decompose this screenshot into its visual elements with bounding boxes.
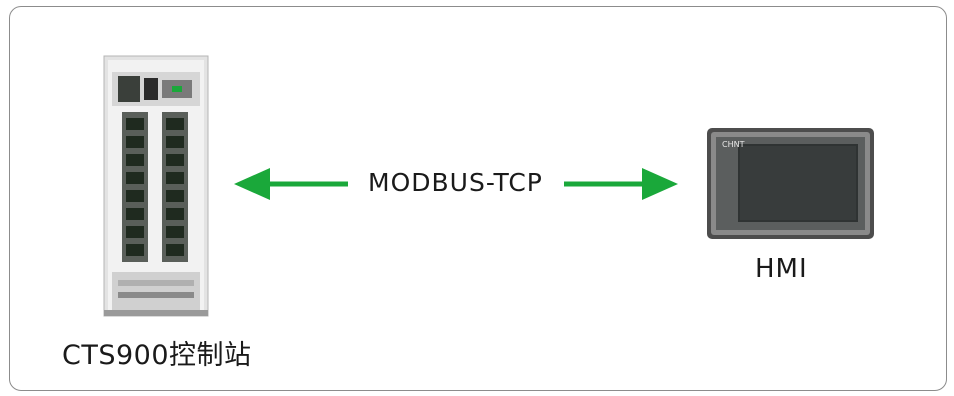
protocol-label: MODBUS-TCP — [368, 168, 543, 197]
diagram-frame — [9, 6, 947, 391]
hmi-brand-logo: CHNT — [722, 140, 745, 149]
left-arrowhead — [234, 168, 270, 200]
control-cabinet-image — [103, 55, 209, 317]
hmi-image: CHNT — [707, 128, 874, 239]
bidirectional-arrow — [234, 168, 678, 200]
right-arrowhead — [642, 168, 678, 200]
hmi-label: HMI — [755, 254, 808, 284]
control-station-label: CTS900控制站 — [62, 340, 252, 371]
